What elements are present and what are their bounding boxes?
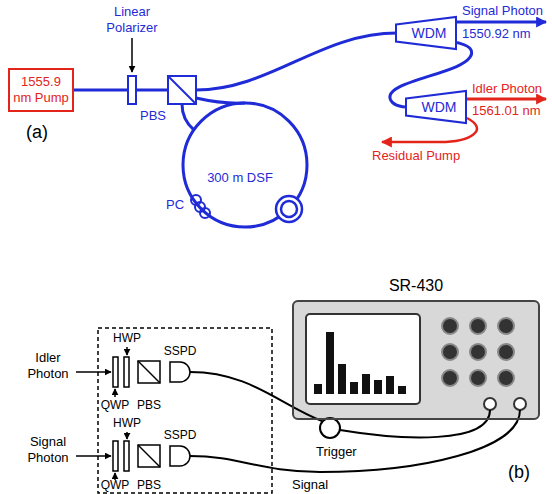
- knob: [470, 370, 486, 386]
- wavelength-label: 1550.92 nm: [462, 26, 531, 42]
- output-label: Residual Pump: [372, 148, 460, 164]
- box-text: WDM: [416, 99, 457, 115]
- fiber-spool: [276, 196, 302, 222]
- histogram-bar: [374, 380, 382, 394]
- wdm-filter: WDM: [405, 90, 467, 124]
- component-label: 300 m DSF: [200, 170, 280, 186]
- connector: [514, 398, 526, 410]
- quarter-wave-plate: [113, 357, 118, 387]
- component-label: QWP: [98, 398, 132, 413]
- component-label: PC: [166, 197, 184, 213]
- idler-output: [467, 98, 546, 101]
- knob: [442, 370, 458, 386]
- sspd-detector: [170, 362, 190, 382]
- output-label: Idler Photon: [472, 81, 542, 97]
- input-arrow: [76, 455, 111, 457]
- input-label: Signal Photon: [22, 434, 74, 466]
- histogram-bar: [362, 374, 370, 394]
- wavelength-label: 1561.01 nm: [472, 103, 541, 119]
- component-label: PBS: [132, 478, 166, 493]
- trigger-cable: [340, 410, 490, 437]
- knob: [498, 344, 514, 360]
- input-label: Idler Photon: [22, 350, 74, 382]
- half-wave-plate: [124, 357, 129, 387]
- histogram-bar: [398, 386, 406, 394]
- dashed-enclosure: [98, 328, 272, 493]
- pbs-cube: [138, 445, 160, 467]
- fiber: [182, 104, 194, 130]
- histogram-bar: [314, 384, 322, 394]
- wdm-shape: [396, 17, 456, 49]
- input-arrow: [76, 371, 111, 373]
- component-label: Linear Polarizer: [100, 4, 164, 36]
- connector: [484, 398, 496, 410]
- histogram-bars: [314, 332, 406, 394]
- cable-label: Trigger: [316, 444, 357, 460]
- trigger-cable: [190, 372, 322, 421]
- knob: [442, 318, 458, 334]
- histogram-bar: [338, 364, 346, 394]
- pump-laser-box: 1555.9 nm Pump: [8, 68, 74, 112]
- fiber: [196, 33, 397, 90]
- pbs-diagonal: [138, 361, 160, 383]
- fiber-loop: [183, 103, 307, 227]
- histogram-bar: [350, 382, 358, 394]
- counter-instrument: SR-430: [292, 300, 540, 420]
- linear-polarizer: [128, 76, 136, 104]
- knob: [442, 344, 458, 360]
- component-label: QWP: [98, 478, 132, 493]
- pbs-diagonal: [168, 76, 196, 104]
- spool-inner: [281, 201, 297, 217]
- box-text: 1555.9 nm Pump: [13, 74, 69, 106]
- cable-label: Signal: [292, 477, 328, 493]
- input-connectors: [484, 398, 526, 410]
- histogram-bar: [326, 332, 334, 394]
- pointer-arrow: [131, 38, 133, 72]
- spool-outer: [276, 196, 302, 222]
- pointer-arrow: [126, 432, 128, 439]
- box-text: WDM: [406, 25, 447, 41]
- pbs-cube: [168, 76, 196, 104]
- polarization-controller: [191, 195, 210, 218]
- pbs-diagonal: [138, 445, 160, 467]
- wdm-shape: [406, 91, 466, 123]
- component-label: SSPD: [163, 344, 197, 359]
- instrument-body: [292, 300, 540, 420]
- signal-output: [457, 21, 546, 24]
- component-label: HWP: [110, 331, 144, 346]
- output-label: Signal Photon: [462, 3, 543, 19]
- instrument-screen: [306, 314, 420, 404]
- knob: [470, 318, 486, 334]
- pointer-arrow: [114, 389, 116, 397]
- panel-label: (a): [26, 122, 48, 143]
- half-wave-plate: [124, 441, 129, 471]
- cable-coil: [320, 418, 340, 438]
- component-label: SSPD: [163, 428, 197, 443]
- knob: [498, 318, 514, 334]
- instrument-name: SR-430: [294, 276, 538, 296]
- component-label: HWP: [110, 416, 144, 431]
- pointer-arrow: [126, 347, 128, 355]
- pump-fiber: [74, 89, 168, 92]
- panel-label: (b): [508, 462, 530, 483]
- knob: [470, 344, 486, 360]
- sspd-detector: [170, 446, 190, 466]
- instrument-knobs: [442, 318, 514, 386]
- pc-loop: [200, 208, 210, 218]
- histogram-bar: [386, 376, 394, 394]
- wdm-filter: WDM: [395, 16, 457, 50]
- quarter-wave-plate: [113, 441, 118, 471]
- component-label: PBS: [140, 108, 166, 124]
- pbs-cube: [138, 361, 160, 383]
- knob: [498, 370, 514, 386]
- component-label: PBS: [132, 398, 166, 413]
